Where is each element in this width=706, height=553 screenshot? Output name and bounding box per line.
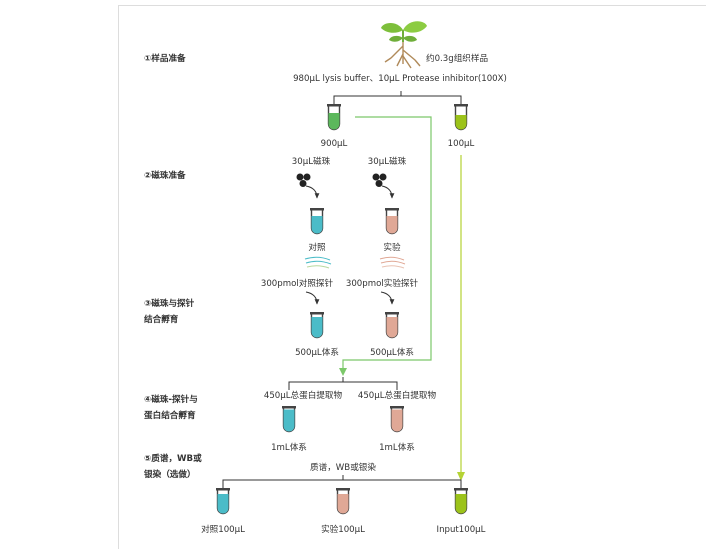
tube-output-input: [454, 488, 468, 514]
probe-strand-icon: [380, 257, 405, 268]
split-bracket-top: [334, 91, 461, 104]
output-input-label: Input100μL: [437, 525, 486, 535]
protein-extract-experiment-label: 450μL总蛋白提取物: [358, 389, 437, 401]
tube-experiment-step3: [385, 312, 399, 338]
tube-output-control: [216, 488, 230, 514]
tube-control-step2: [310, 208, 324, 234]
step-3-label-line2: 结合孵育: [144, 313, 179, 325]
tube-100ul-yellowgreen: [454, 104, 468, 130]
lysis-buffer-label: 980μL lysis buffer、10μL Protease inhibit…: [293, 74, 507, 84]
tissue-sample-label: 约0.3g组织样品: [426, 52, 488, 64]
magnetic-beads-icon: [373, 174, 387, 188]
system-1ml-control-label: 1mL体系: [271, 441, 307, 453]
step-2-label: ②磁珠准备: [144, 169, 186, 181]
green-arrowhead: [339, 368, 347, 376]
analysis-label: 质谱，WB或银染: [310, 461, 376, 473]
system-500ul-experiment-label: 500μL体系: [370, 346, 414, 358]
probe-experiment-label: 300pmol实验探针: [346, 277, 419, 289]
tube-experiment-step4: [390, 406, 404, 432]
beads-label-experiment: 30μL磁珠: [368, 155, 407, 167]
tube-experiment-step2: [385, 208, 399, 234]
arrow-probe-experiment: [381, 292, 392, 304]
tube-output-experiment: [336, 488, 350, 514]
tube-control-step3: [310, 312, 324, 338]
tube-control-step4: [282, 406, 296, 432]
split-bracket-step5: [223, 475, 461, 488]
system-500ul-control-label: 500μL体系: [295, 346, 339, 358]
control-label: 对照: [308, 241, 326, 253]
probe-control-label: 300pmol对照探针: [261, 277, 334, 289]
probe-strand-icon: [305, 257, 331, 268]
protein-extract-control-label: 450μL总蛋白提取物: [264, 389, 343, 401]
step-4-label-line2: 蛋白结合孵育: [144, 409, 196, 421]
step-5-label-line2: 银染（选做）: [144, 468, 196, 480]
beads-label-control: 30μL磁珠: [292, 155, 331, 167]
volume-100ul-label: 100μL: [448, 139, 475, 149]
system-1ml-experiment-label: 1mL体系: [379, 441, 415, 453]
step-1-label: ①样品准备: [144, 52, 186, 64]
magnetic-beads-icon: [297, 174, 311, 188]
output-control-label: 对照100μL: [201, 523, 245, 535]
arrow-beads-control: [306, 186, 317, 198]
arrow-beads-experiment: [382, 186, 392, 198]
arrow-probe-control: [306, 292, 317, 304]
plant-sprout-icon: [381, 21, 427, 68]
split-bracket-step4: [289, 377, 397, 390]
step-4-label-line1: ④磁珠-探针与: [144, 393, 198, 405]
step-3-label-line1: ③磁珠与探针: [144, 297, 195, 309]
volume-900ul-label: 900μL: [321, 139, 348, 149]
output-experiment-label: 实验100μL: [321, 523, 365, 535]
experiment-label: 实验: [383, 241, 401, 253]
tube-900ul-green: [327, 104, 341, 130]
frame-border: [119, 6, 706, 550]
step-5-label-line1: ⑤质谱，WB或: [144, 452, 202, 464]
